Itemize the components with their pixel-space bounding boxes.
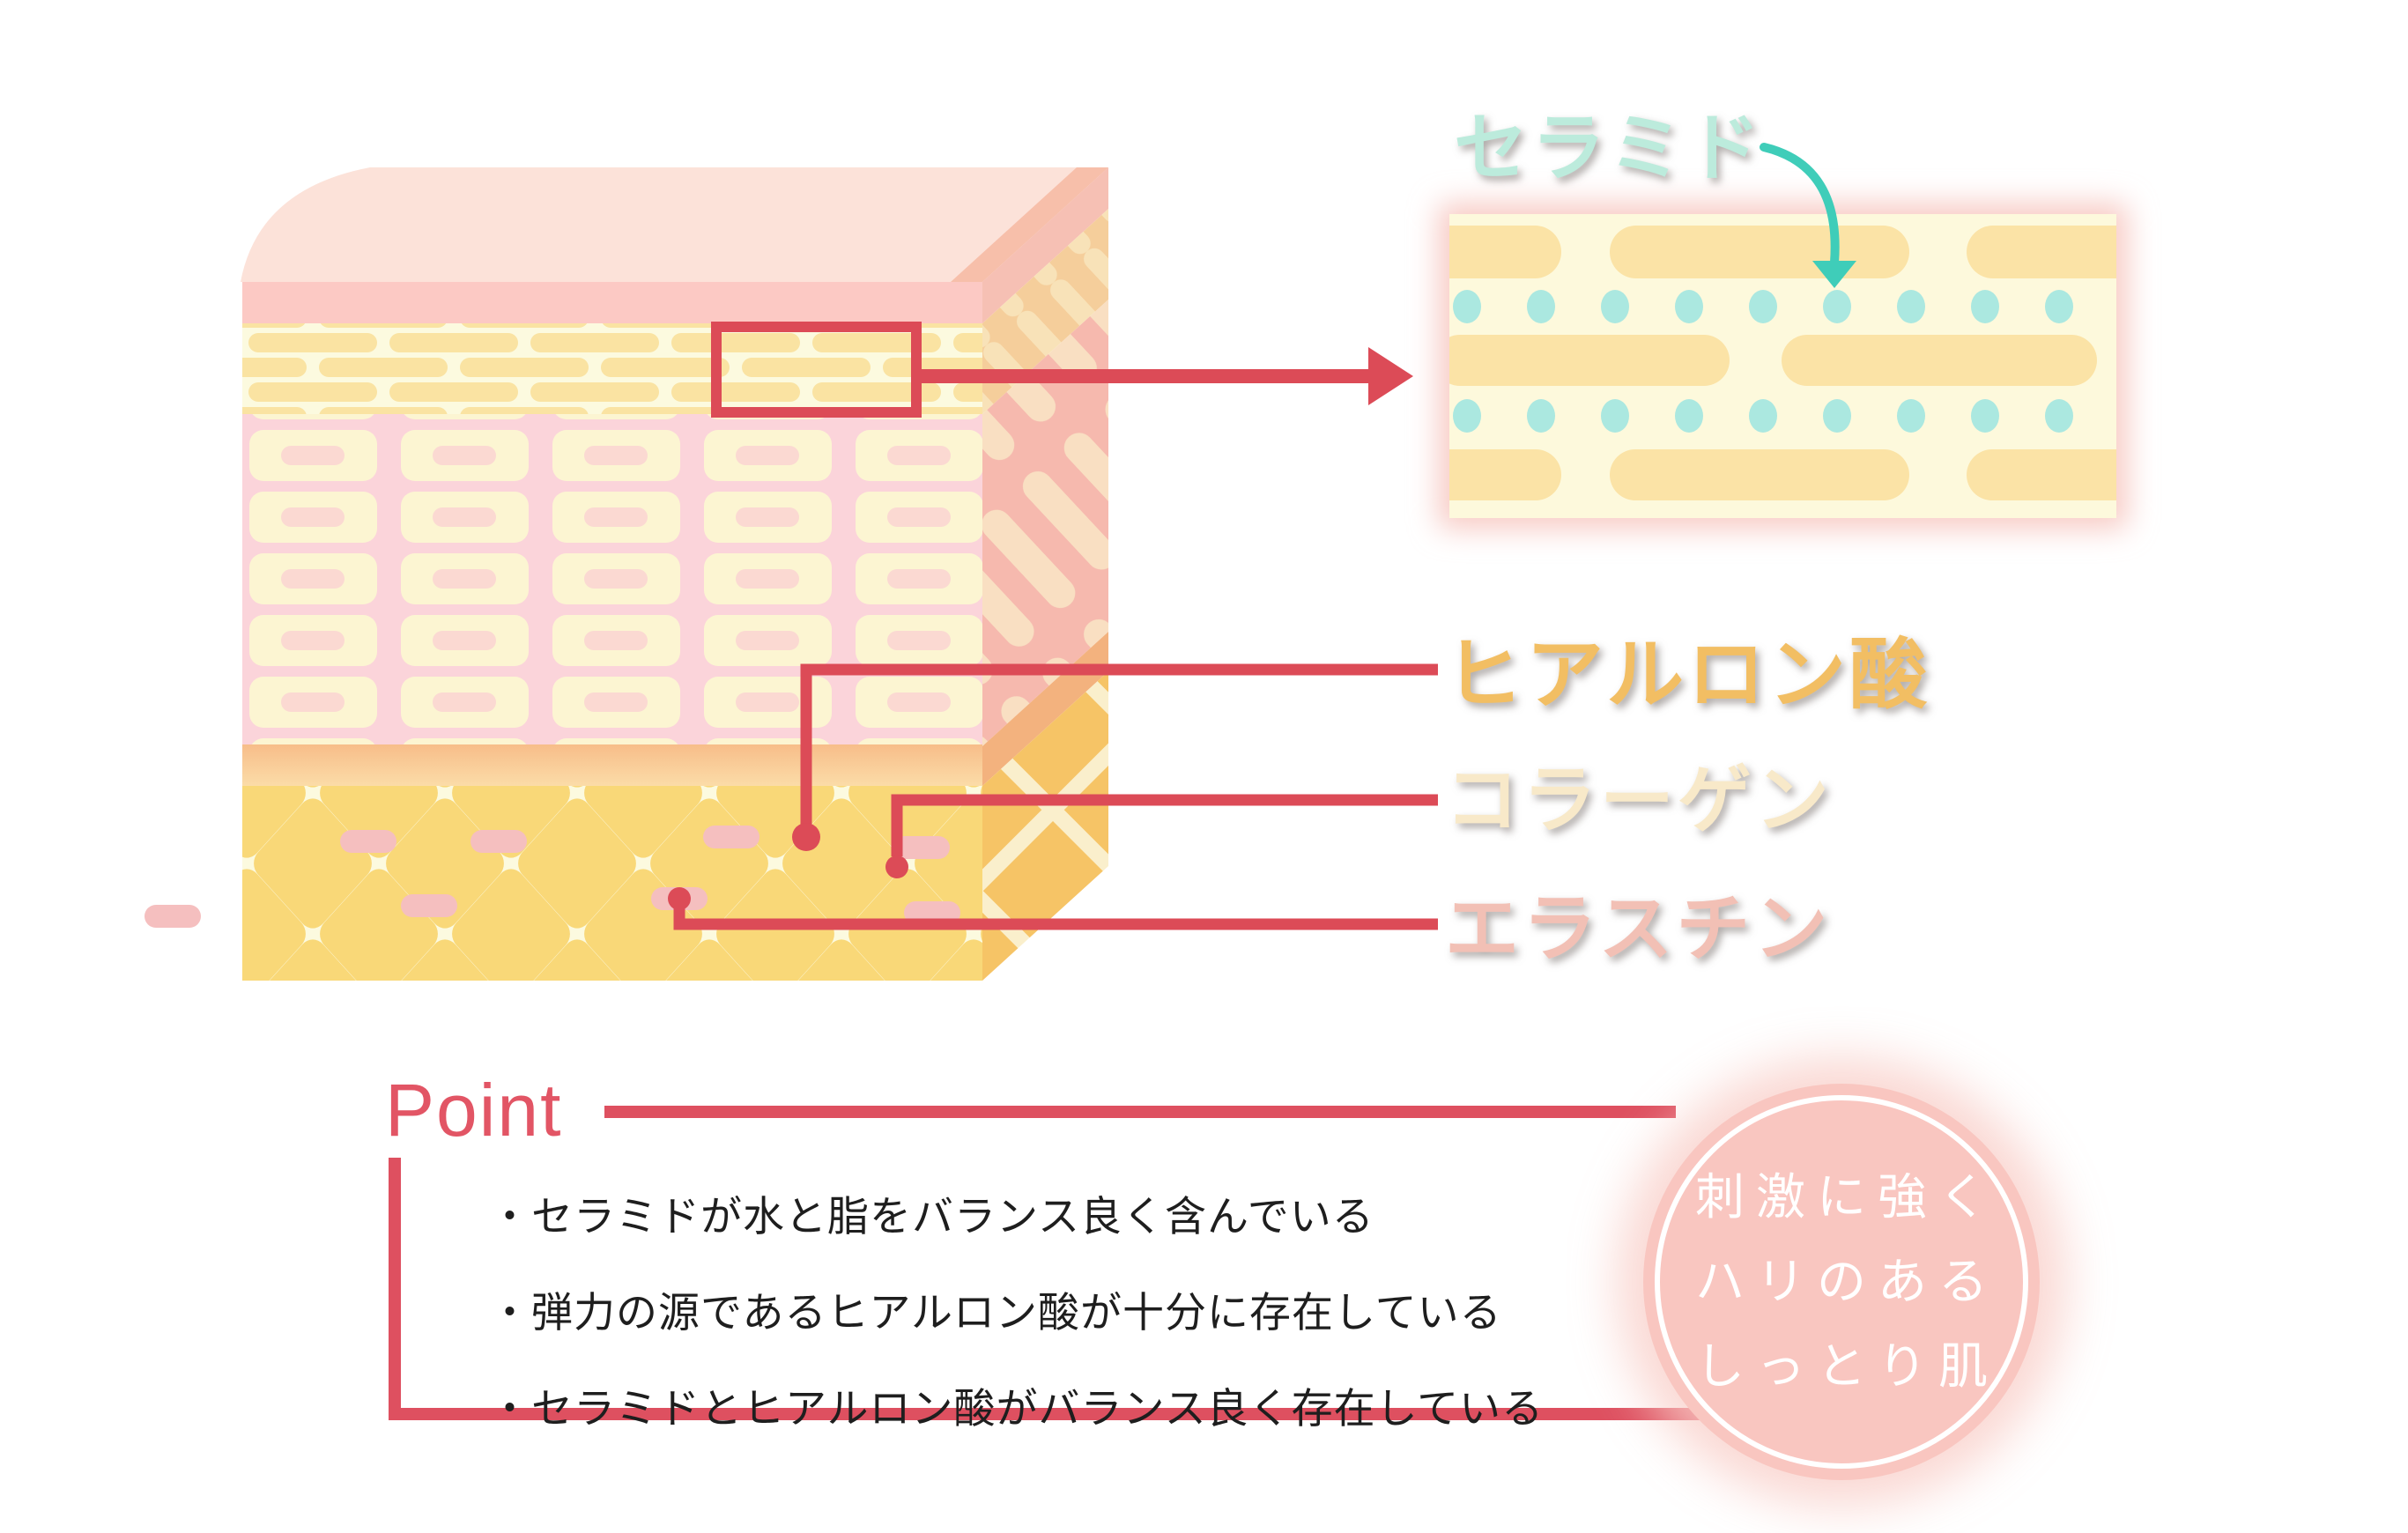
collagen-pointer-line [885,794,1438,878]
ceramide-panel [1438,203,2128,530]
point-bracket-line [389,1106,1705,1420]
point-title: Point [385,1069,563,1152]
point-bullet: ・弾力の源であるヒアルロン酸が十分に存在している [489,1289,1502,1336]
elastin-label: エラスチン [1445,887,1832,970]
skin-right-face [982,167,1108,981]
skin-top-bevel [951,167,1108,282]
hyaluronic-pointer-line [792,663,1438,851]
point-bullet: ・セラミドが水と脂をバランス良く含んでいる [489,1193,1374,1240]
hyaluronic-acid-label: ヒアルロン酸 [1445,631,1931,718]
basement-strip [242,744,982,786]
skin-block [144,167,1108,981]
zoom-arrow [916,347,1413,405]
point-bullet-list: ・セラミドが水と脂をバランス良く含んでいる ・弾力の源であるヒアルロン酸が十分に… [489,1168,1544,1456]
epidermis-cell-layer [242,414,982,744]
collagen-label: コラーゲン [1445,759,1834,841]
surface-layer [242,282,982,323]
result-line: しっとり肌 [1695,1338,1999,1395]
result-line: 刺激に強く [1695,1168,1999,1225]
ceramide-label: セラミド [1454,107,1765,189]
moisture-dots [1453,290,2073,433]
point-bullet: ・セラミドとヒアルロン酸がバランス良く存在している [489,1385,1545,1432]
dermis-lattice-layer [242,786,982,981]
skin-front-face [242,282,982,981]
elastin-pointer-line [668,887,1438,930]
lipid-bars [1449,226,2116,500]
result-circle-badge: 刺激に強く ハリのある しっとり肌 [1643,1084,2040,1480]
ceramide-pointer-arrow [1760,143,1856,288]
result-line: ハリのある [1695,1253,1999,1309]
stratum-corneum-layer [242,323,982,414]
skin-top-face [241,167,1108,282]
